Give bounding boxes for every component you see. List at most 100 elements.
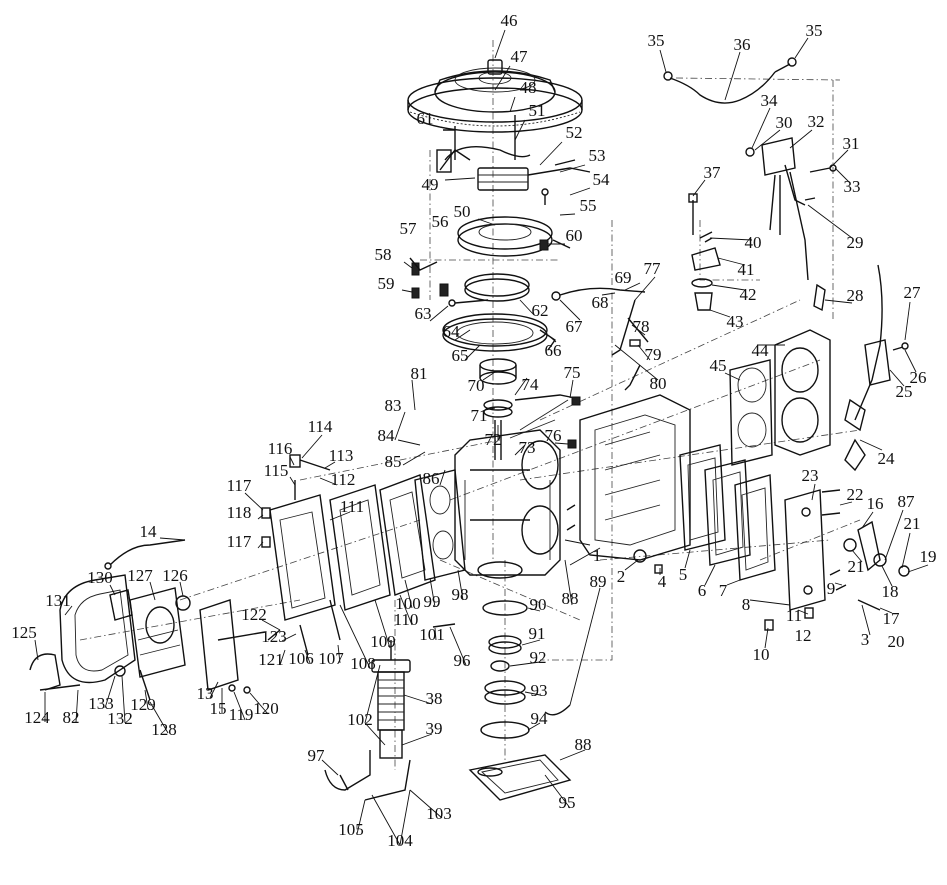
- part-callout-22: 22: [847, 485, 864, 504]
- part-callout-89: 89: [590, 572, 607, 591]
- part-callout-26: 26: [910, 368, 927, 387]
- part-callout-19: 19: [920, 547, 937, 566]
- part-callout-65: 65: [452, 346, 469, 365]
- part-callout-17: 17: [883, 609, 901, 628]
- linkage-parts: [29, 539, 266, 701]
- part-callout-130: 130: [87, 568, 113, 587]
- part-callout-92: 92: [530, 648, 547, 667]
- part-callout-109: 109: [370, 632, 396, 651]
- part-callout-20: 20: [888, 632, 905, 651]
- spark-plug-leads: [813, 264, 909, 472]
- part-callout-114: 114: [308, 417, 333, 436]
- part-callout-75: 75: [564, 363, 581, 382]
- part-callout-51: 51: [529, 101, 546, 120]
- part-callout-30: 30: [776, 113, 793, 132]
- part-callout-91: 91: [529, 624, 546, 643]
- wire-harness: [663, 57, 797, 104]
- part-callout-48: 48: [520, 78, 537, 97]
- part-callout-28: 28: [847, 286, 864, 305]
- part-callouts: 4647485152535455495056606157585963646265…: [11, 11, 936, 850]
- part-callout-27: 27: [904, 283, 922, 302]
- part-callout-108: 108: [350, 654, 376, 673]
- part-callout-81: 81: [411, 364, 428, 383]
- part-callout-76: 76: [545, 426, 562, 445]
- part-callout-77: 77: [644, 259, 662, 278]
- part-callout-119: 119: [229, 705, 254, 724]
- part-callout-131: 131: [45, 591, 71, 610]
- part-callout-52: 52: [566, 123, 583, 142]
- cylinder-block: [566, 394, 691, 561]
- part-callout-36: 36: [734, 35, 751, 54]
- part-callout-50: 50: [454, 202, 471, 221]
- carburetor: [129, 587, 191, 678]
- part-callout-45: 45: [710, 356, 727, 375]
- part-callout-118: 118: [227, 503, 252, 522]
- part-callout-21: 21: [848, 557, 865, 576]
- leader-lines: [34, 29, 929, 846]
- assembly-centerlines: [79, 40, 861, 770]
- part-callout-41: 41: [738, 260, 755, 279]
- part-callout-88: 88: [562, 589, 579, 608]
- part-callout-5: 5: [679, 565, 688, 584]
- part-callout-128: 128: [151, 720, 177, 739]
- part-callout-24: 24: [878, 449, 896, 468]
- part-callout-127: 127: [127, 566, 153, 585]
- part-callout-29: 29: [847, 233, 864, 252]
- part-callout-66: 66: [545, 341, 562, 360]
- part-callout-60: 60: [566, 226, 583, 245]
- part-callout-3: 3: [861, 630, 870, 649]
- part-callout-115: 115: [264, 461, 289, 480]
- part-callout-57: 57: [400, 219, 418, 238]
- intake-manifold: [261, 454, 341, 656]
- part-callout-42: 42: [740, 285, 757, 304]
- part-callout-53: 53: [589, 146, 606, 165]
- part-callout-105: 105: [338, 820, 364, 839]
- part-callout-7: 7: [719, 581, 728, 600]
- part-callout-32: 32: [808, 112, 825, 131]
- part-callout-18: 18: [882, 582, 899, 601]
- fuel-filter: [324, 640, 411, 801]
- part-callout-95: 95: [559, 793, 576, 812]
- ignition-module: [745, 137, 837, 281]
- stator-plate: [409, 216, 571, 352]
- part-callout-104: 104: [387, 831, 413, 850]
- part-callout-117: 117: [227, 532, 252, 551]
- part-callout-59: 59: [378, 274, 395, 293]
- part-callout-37: 37: [704, 163, 722, 182]
- part-callout-61: 61: [417, 109, 434, 128]
- thermostat: [688, 193, 721, 311]
- part-callout-6: 6: [698, 581, 707, 600]
- part-callout-2: 2: [617, 567, 626, 586]
- part-callout-125: 125: [11, 623, 37, 642]
- flywheel: [407, 59, 583, 133]
- part-callout-84: 84: [378, 426, 396, 445]
- part-callout-62: 62: [532, 301, 549, 320]
- crankshaft-seals: [479, 358, 517, 418]
- lower-seals: [432, 600, 572, 801]
- part-callout-103: 103: [426, 804, 452, 823]
- part-callout-82: 82: [63, 708, 80, 727]
- part-callout-126: 126: [162, 566, 188, 585]
- part-callout-35: 35: [648, 31, 665, 50]
- part-callout-93: 93: [531, 681, 548, 700]
- part-callout-94: 94: [531, 709, 549, 728]
- part-callout-15: 15: [210, 699, 227, 718]
- part-callout-47: 47: [511, 47, 529, 66]
- part-callout-40: 40: [745, 233, 762, 252]
- part-callout-14: 14: [140, 522, 158, 541]
- part-callout-69: 69: [615, 268, 632, 287]
- part-callout-110: 110: [394, 610, 419, 629]
- part-callout-11: 11: [786, 606, 802, 625]
- part-callout-72: 72: [485, 430, 502, 449]
- part-callout-106: 106: [288, 649, 314, 668]
- part-callout-70: 70: [468, 376, 485, 395]
- right-hardware: [633, 489, 910, 631]
- part-callout-117: 117: [227, 476, 252, 495]
- part-callout-133: 133: [88, 694, 114, 713]
- part-callout-35: 35: [806, 21, 823, 40]
- part-callout-71: 71: [471, 406, 488, 425]
- part-callout-68: 68: [592, 293, 609, 312]
- part-callout-101: 101: [419, 625, 445, 644]
- part-callout-123: 123: [261, 627, 287, 646]
